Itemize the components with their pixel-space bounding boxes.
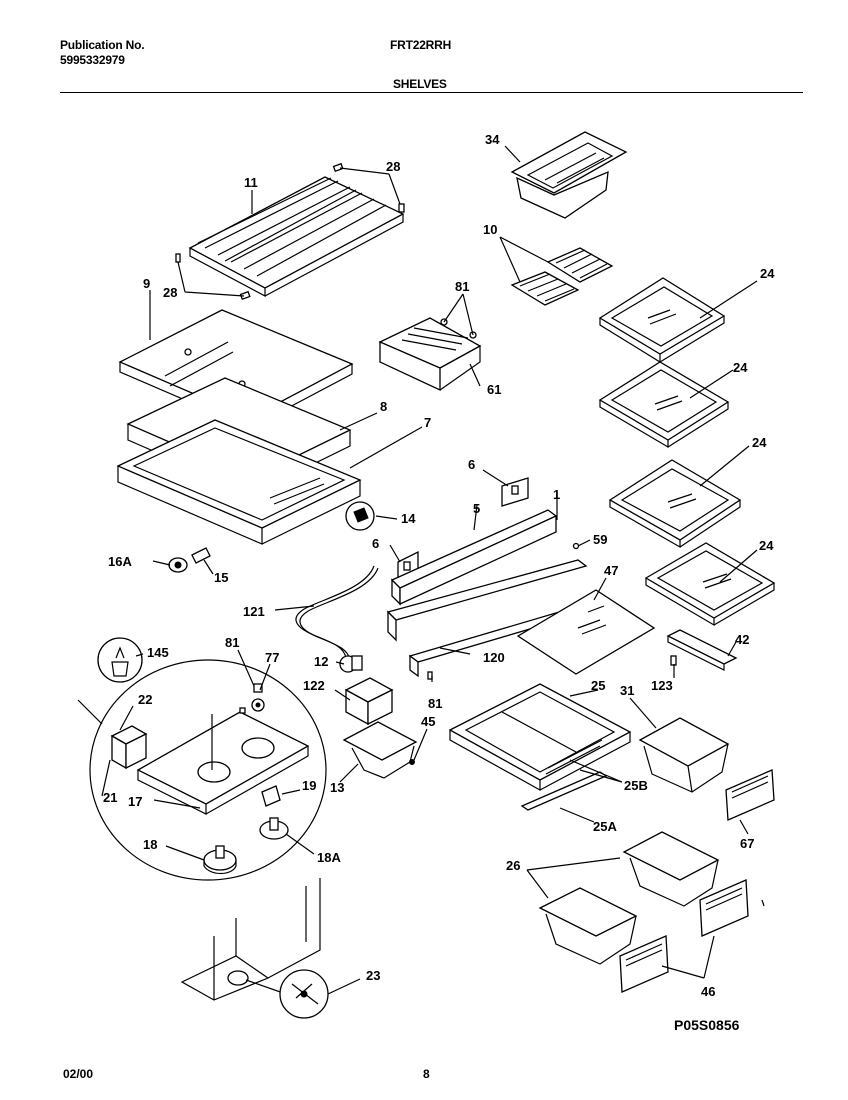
callout-81: 81 xyxy=(455,279,469,294)
part-145 xyxy=(97,637,143,683)
callout-45: 45 xyxy=(421,714,435,729)
callout-61: 61 xyxy=(487,382,501,397)
callout-24: 24 xyxy=(760,266,775,281)
callout-5: 5 xyxy=(473,501,480,516)
part-drawer-31 xyxy=(638,717,730,793)
callout-120: 120 xyxy=(483,650,505,665)
part-glass-shelf-24a xyxy=(598,277,726,364)
callout-6: 6 xyxy=(372,536,379,551)
part-pan-26b xyxy=(538,887,638,965)
callout-25A: 25A xyxy=(593,819,617,834)
callout-81: 81 xyxy=(225,635,239,650)
callout-19: 19 xyxy=(302,778,316,793)
callout-59: 59 xyxy=(593,532,607,547)
callout-8: 8 xyxy=(380,399,387,414)
callout-123: 123 xyxy=(651,678,673,693)
part-screw-59 xyxy=(572,542,580,550)
callout-28: 28 xyxy=(163,285,177,300)
leader-lines xyxy=(101,145,765,995)
part-42 xyxy=(666,629,738,671)
callout-28: 28 xyxy=(386,159,400,174)
part-45 xyxy=(409,759,415,765)
publication-label: Publication No. xyxy=(60,38,145,52)
callout-34: 34 xyxy=(485,132,500,147)
callout-11: 11 xyxy=(244,175,258,190)
callout-25: 25 xyxy=(591,678,605,693)
part-pan-front-46a xyxy=(699,879,749,937)
part-ice-trays-10 xyxy=(510,247,614,306)
callout-24: 24 xyxy=(733,360,748,375)
callout-67: 67 xyxy=(740,836,754,851)
callout-121: 121 xyxy=(243,604,265,619)
callout-18: 18 xyxy=(143,837,157,852)
part-strip-25a xyxy=(520,771,608,811)
part-glass-panel-47 xyxy=(516,589,656,675)
footer-page-number: 8 xyxy=(423,1067,430,1081)
callout-labels: 34 11 28 10 24 9 28 81 24 61 8 7 24 6 1 … xyxy=(103,132,775,999)
part-rail-1-lower xyxy=(386,559,588,642)
part-15 xyxy=(191,547,211,564)
part-glass-shelf-24d xyxy=(644,542,776,627)
part-pan-26a xyxy=(622,831,720,907)
part-cover-25 xyxy=(448,683,632,792)
part-81-lower xyxy=(427,671,433,680)
model-number: FRT22RRH xyxy=(390,38,452,52)
part-drawer-front-67 xyxy=(725,769,775,821)
part-freezer-tray-7 xyxy=(116,419,362,545)
part-14 xyxy=(345,501,375,531)
callout-1: 1 xyxy=(553,487,560,502)
part-16a xyxy=(168,557,188,573)
part-drawer-front-61 xyxy=(378,317,482,392)
publication-number: 5995332979 xyxy=(60,53,125,67)
callout-122: 122 xyxy=(303,678,325,693)
callout-15: 15 xyxy=(214,570,228,585)
part-crisper-34 xyxy=(510,131,628,219)
part-tube-121 xyxy=(295,565,379,661)
callout-24: 24 xyxy=(752,435,767,450)
callout-77: 77 xyxy=(265,650,279,665)
part-box-122 xyxy=(344,677,394,726)
callout-46: 46 xyxy=(701,984,715,999)
callout-81: 81 xyxy=(428,696,442,711)
part-12 xyxy=(339,655,363,673)
part-glass-shelf-24c xyxy=(608,459,742,549)
drawing-code: P05S0856 xyxy=(674,1017,740,1033)
callout-6: 6 xyxy=(468,457,475,472)
part-rail-1 xyxy=(399,514,557,606)
callout-23: 23 xyxy=(366,968,380,983)
part-wire-shelf-11 xyxy=(188,176,405,297)
callout-17: 17 xyxy=(128,794,142,809)
callout-16A: 16A xyxy=(108,554,132,569)
callout-31: 31 xyxy=(620,683,634,698)
callout-10: 10 xyxy=(483,222,497,237)
callout-13: 13 xyxy=(330,780,344,795)
callout-42: 42 xyxy=(735,632,749,647)
part-123 xyxy=(670,655,677,666)
callout-25B: 25B xyxy=(624,778,648,793)
callout-21: 21 xyxy=(103,790,117,805)
callout-12: 12 xyxy=(314,654,328,669)
part-rail-5 xyxy=(390,509,558,606)
part-pan-front-46b xyxy=(619,935,669,993)
header-rule xyxy=(60,92,803,93)
callout-26: 26 xyxy=(506,858,520,873)
part-bin-13 xyxy=(342,721,418,779)
callout-14: 14 xyxy=(401,511,416,526)
part-bracket-6a xyxy=(501,477,529,507)
callout-9: 9 xyxy=(143,276,150,291)
part-23 xyxy=(279,969,329,1019)
callout-18A: 18A xyxy=(317,850,341,865)
callout-24: 24 xyxy=(759,538,774,553)
section-title: SHELVES xyxy=(393,77,447,91)
callout-145: 145 xyxy=(147,645,169,660)
callout-47: 47 xyxy=(604,563,618,578)
cabinet-bottom xyxy=(180,878,321,1001)
callout-22: 22 xyxy=(138,692,152,707)
detail-circle xyxy=(77,659,327,881)
callout-7: 7 xyxy=(424,415,431,430)
part-glass-shelf-24b xyxy=(598,361,730,449)
footer-date: 02/00 xyxy=(63,1067,94,1081)
